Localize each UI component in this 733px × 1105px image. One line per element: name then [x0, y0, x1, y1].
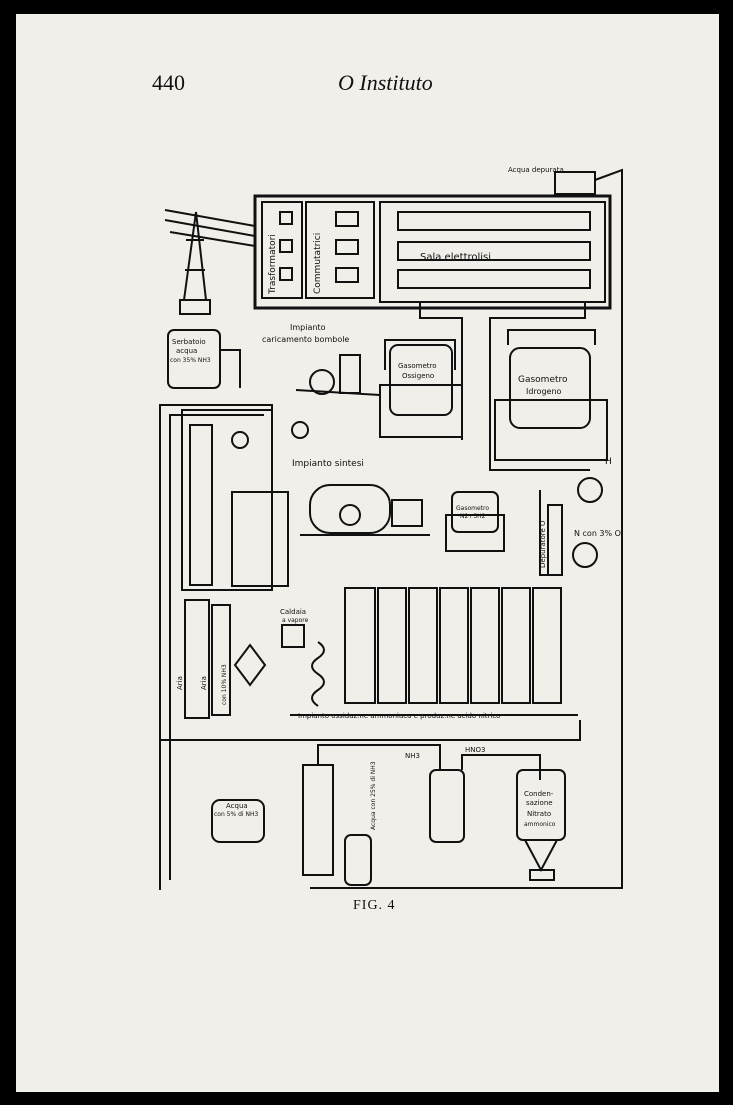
acqua-tank [211, 799, 265, 843]
heat-exchanger [233, 643, 267, 687]
oxidation-towers [290, 587, 578, 716]
label-trasformatori: Trasformatori [268, 234, 278, 295]
label-serbatoio-2: acqua [176, 347, 197, 355]
absorption-column [302, 764, 334, 876]
label-acqua-vertical: Acqua con 25% di NH3 [370, 761, 377, 830]
label-n: N con 3% O [574, 529, 621, 538]
label-caldaia-1: Caldaia [280, 608, 306, 616]
label-con-nh3: con 10% NH3 [221, 664, 228, 705]
diagram-labels: Acqua depurata Trasformatori Commutatric… [170, 166, 621, 830]
page-number: 440 [152, 70, 185, 95]
label-impianto-ossidaz: Impianto ossidaz.ne ammoniaca e produz.n… [298, 712, 500, 720]
label-commutatrici: Commutatrici [313, 233, 323, 294]
label-gas-n2-2: N2+3H2 [460, 513, 486, 520]
label-aria-right: Aria [200, 676, 208, 690]
label-acqua-1: Acqua [226, 802, 248, 810]
caldaia [281, 624, 305, 648]
label-acqua-2: con 5% di NH3 [214, 811, 258, 818]
document-page [16, 14, 719, 1092]
power-pylon [164, 209, 256, 315]
gasometro-ossigeno [379, 339, 463, 438]
electrolysis-building [253, 194, 612, 310]
label-caldaia-2: a vapore [282, 617, 309, 624]
compressor-n [572, 542, 598, 568]
label-nh3: NH3 [405, 752, 420, 760]
gasometro-n2h2 [445, 491, 505, 552]
label-cond-1: Conden- [524, 790, 554, 798]
label-gas-oss-1: Gasometro [398, 362, 437, 370]
label-impianto-car-2: caricamento bombole [262, 335, 349, 344]
journal-title: O Instituto [338, 70, 433, 95]
label-impianto-sintesi: Impianto sintesi [292, 459, 364, 469]
label-gas-oss-2: Ossigeno [402, 372, 434, 380]
aria-column [184, 599, 210, 719]
serbatoio-tank [167, 329, 221, 389]
condensazione-vessel [516, 769, 566, 841]
label-cond-4: ammonico [524, 821, 556, 828]
label-cond-2: sazione [526, 799, 553, 807]
acqua-depurata-tank [554, 171, 596, 195]
label-gas-idr-2: Idrogeno [526, 387, 562, 396]
label-acqua-depurata: Acqua depurata [508, 166, 564, 174]
impianto-sintesi [300, 484, 430, 536]
label-impianto-car-1: Impianto [290, 323, 326, 332]
compressor-h [577, 477, 603, 503]
label-depuratore: Depuratore O [539, 520, 547, 568]
label-sala-elettrolisi: Sala elettrolisi [420, 252, 491, 263]
label-aria-left: Aria [176, 676, 184, 690]
label-serbatoio-1: Serbatoio [172, 338, 206, 346]
nitric-vessel [429, 769, 465, 843]
label-hno3: HNO3 [465, 746, 485, 754]
label-cond-3: Nitrato [527, 810, 551, 818]
label-serbatoio-3: con 35% NH3 [170, 357, 211, 364]
label-gas-n2-1: Gasometro [456, 505, 489, 512]
label-gas-idr-1: Gasometro [518, 375, 568, 385]
gasometro-idrogeno [494, 329, 608, 461]
figure-caption: FIG. 4 [353, 898, 396, 913]
label-h: H [605, 457, 612, 467]
filling-pump [309, 369, 335, 395]
